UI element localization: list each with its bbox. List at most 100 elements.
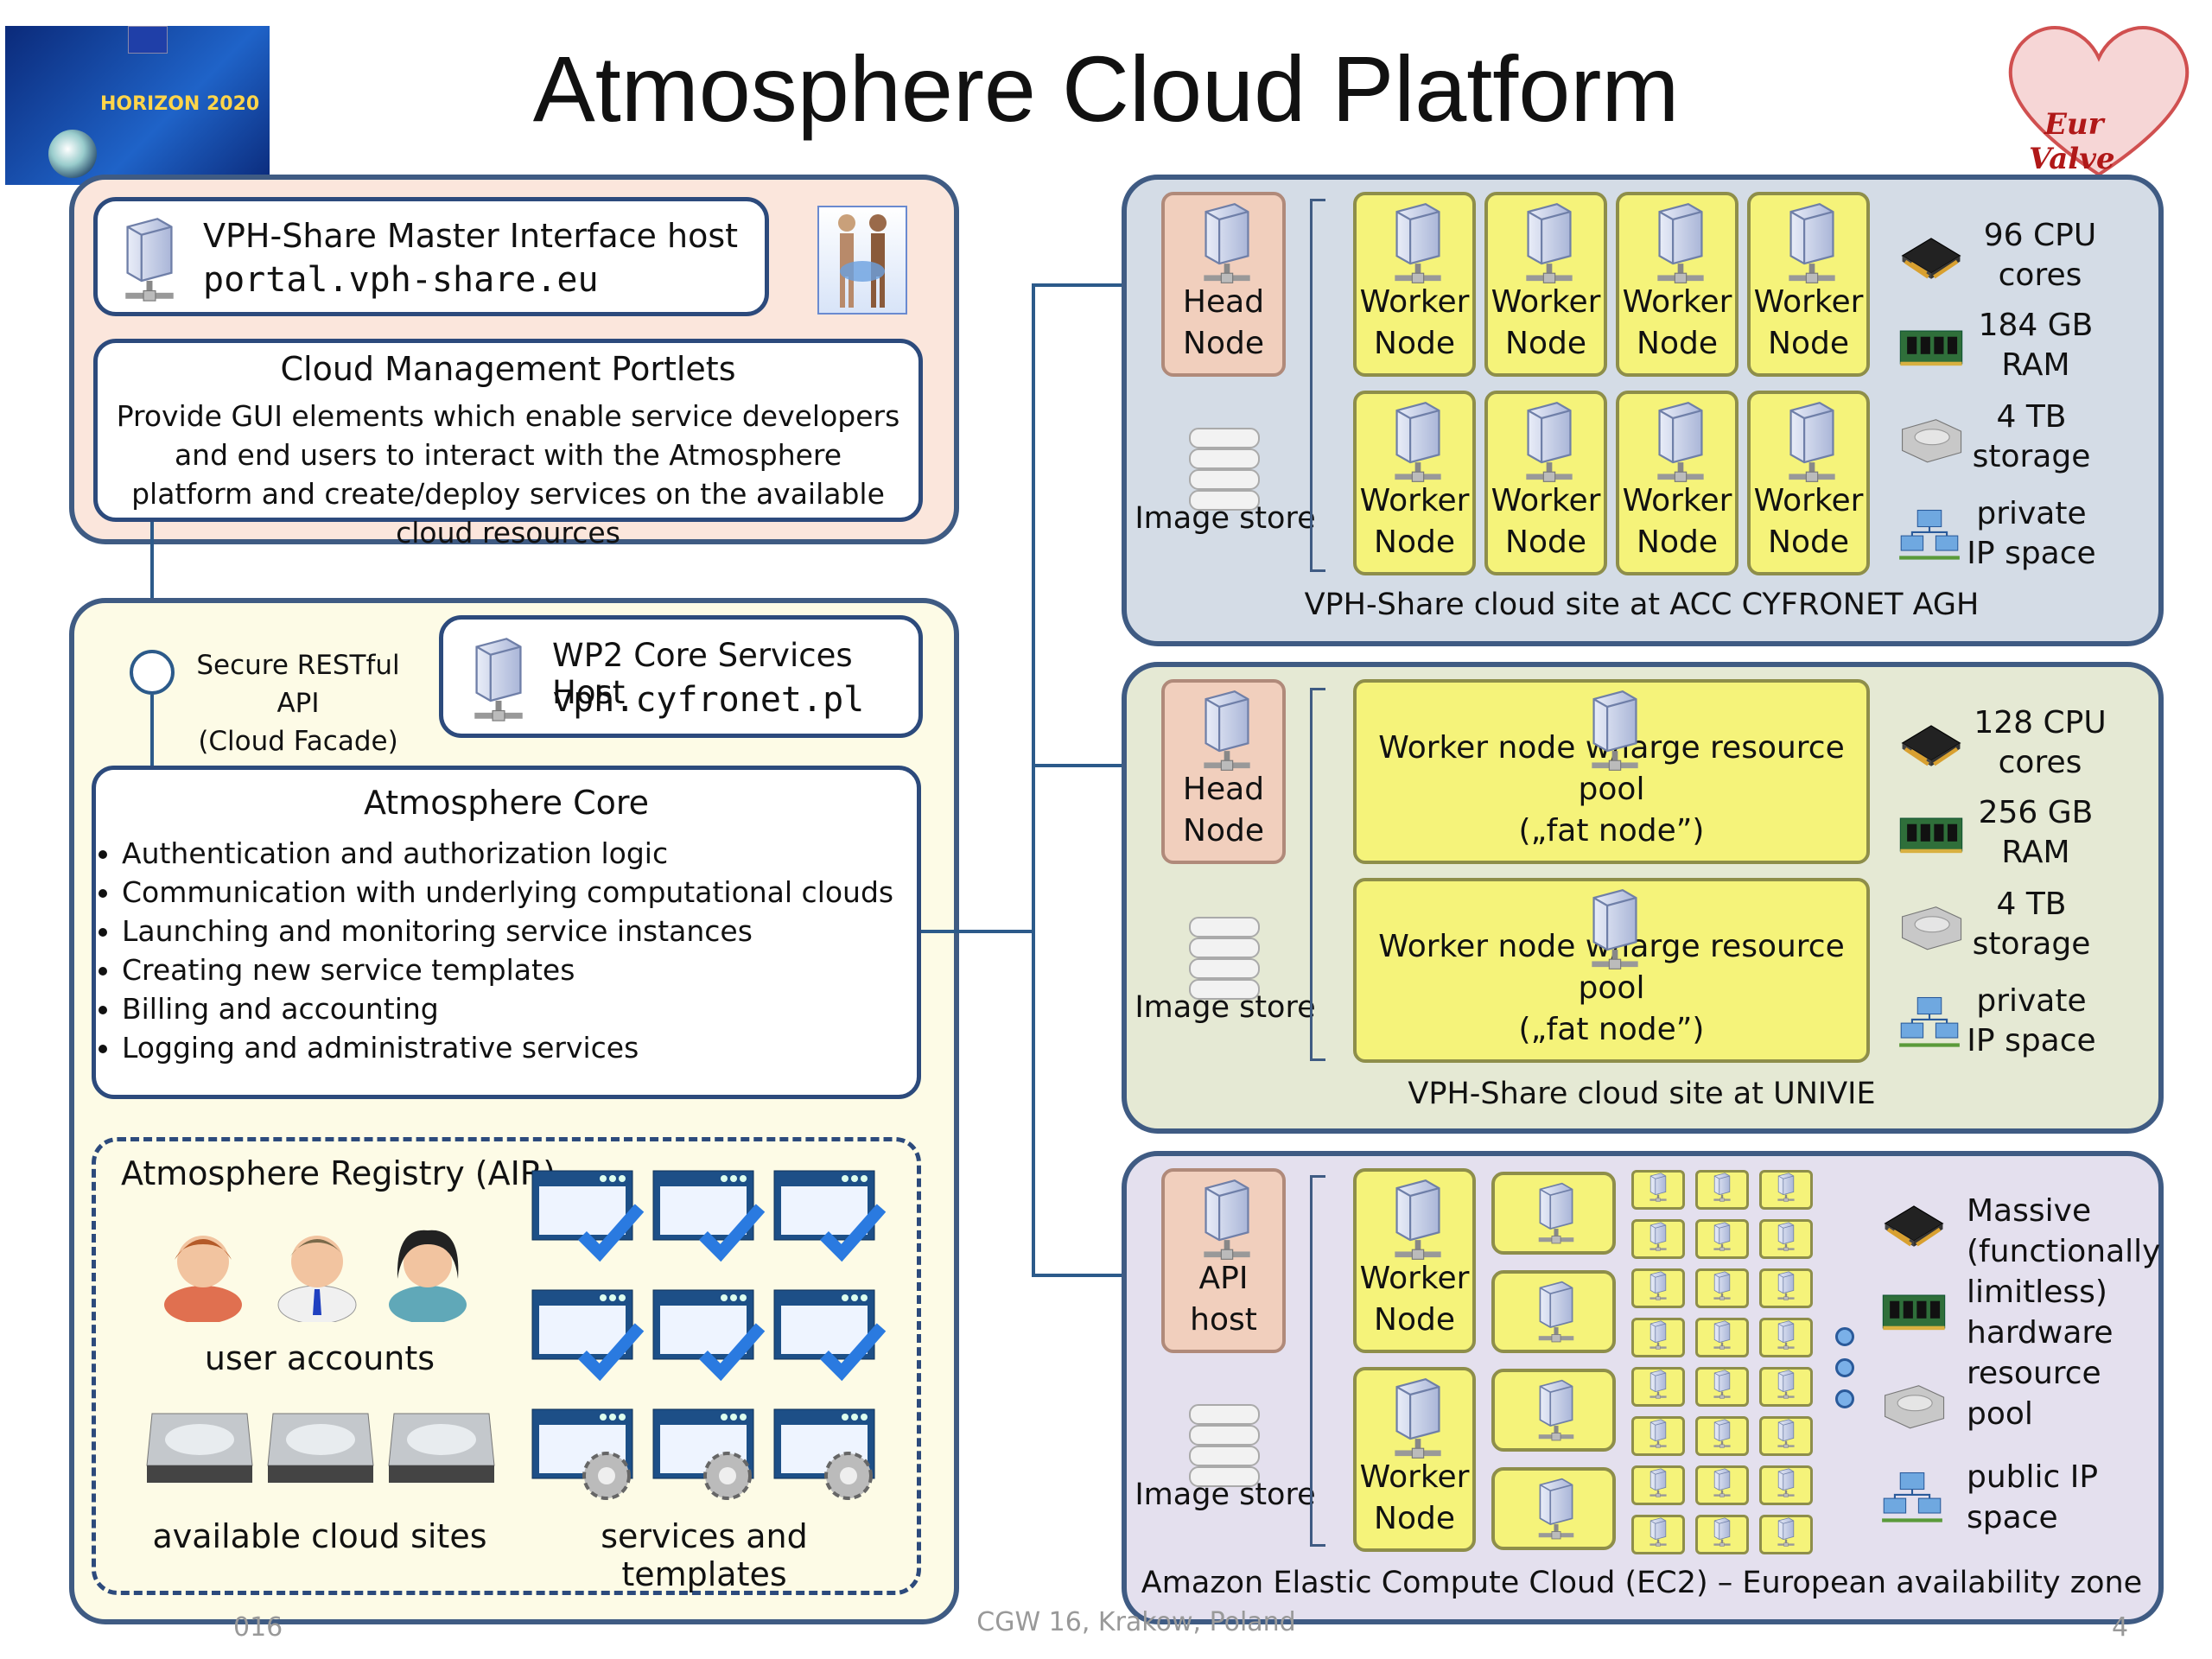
server-icon bbox=[1764, 1419, 1808, 1450]
services-templates-label: services and templates bbox=[601, 1517, 808, 1593]
head-node-label: Head bbox=[1182, 772, 1265, 807]
worker-label: Worker bbox=[1359, 1261, 1470, 1296]
storage-unit: storage bbox=[1972, 439, 2091, 474]
footer-page-number: 4 bbox=[2112, 1612, 2129, 1643]
server-icon bbox=[1637, 1468, 1680, 1499]
master-interface-box: VPH-Share Master Interface host portal.v… bbox=[93, 197, 769, 316]
server-icon bbox=[1533, 1379, 1580, 1445]
service-icons-grid bbox=[529, 1163, 900, 1509]
server-icon bbox=[1700, 1173, 1744, 1204]
server-icon bbox=[1196, 690, 1258, 776]
worker-label: Worker bbox=[1622, 483, 1732, 518]
horizon-2020-logo: HORIZON 2020 bbox=[5, 26, 270, 185]
core-item: Logging and administrative services bbox=[122, 1028, 917, 1067]
bracket bbox=[1310, 1175, 1325, 1547]
ec2-instance bbox=[1491, 1369, 1616, 1452]
image-store-icon bbox=[1185, 418, 1263, 513]
worker-label: Node bbox=[1374, 524, 1455, 560]
core-item: Creating new service templates bbox=[122, 950, 917, 989]
user-avatar-icon bbox=[164, 1236, 242, 1322]
small-ec2-instance bbox=[1631, 1465, 1685, 1505]
service-check-icon bbox=[771, 1163, 887, 1262]
storage-disk-icon bbox=[1897, 897, 1965, 956]
server-icon bbox=[1637, 1419, 1680, 1450]
eurvalve-logo: Eur Valve bbox=[1986, 10, 2212, 187]
fat-node-label: („fat node”) bbox=[1518, 1012, 1705, 1047]
small-ec2-instance bbox=[1759, 1219, 1813, 1259]
registry-title: Atmosphere Registry (AIR) bbox=[121, 1154, 556, 1192]
ip-unit: IP space bbox=[1967, 536, 2096, 571]
bracket bbox=[1310, 688, 1325, 1061]
storage-value: 4 TB bbox=[1996, 887, 2067, 922]
footer-date: 016 bbox=[233, 1612, 283, 1643]
service-check-icon bbox=[771, 1282, 887, 1382]
api-host-ec2: API host bbox=[1161, 1168, 1286, 1353]
wp2-core-services-box: WP2 Core Services Host vph.cyfronet.pl bbox=[439, 615, 923, 738]
image-store-label: Image store bbox=[1135, 990, 1316, 1025]
small-ec2-instance bbox=[1631, 1318, 1685, 1357]
small-ec2-instance bbox=[1631, 1268, 1685, 1308]
small-ec2-instance bbox=[1631, 1515, 1685, 1554]
image-store-label: Image store bbox=[1135, 501, 1316, 536]
ip-unit: space bbox=[1967, 1500, 2058, 1535]
api-host-label: API bbox=[1198, 1261, 1249, 1296]
server-icon bbox=[1518, 202, 1580, 289]
server-icon bbox=[1637, 1517, 1680, 1548]
footer-venue: CGW 16, Krakow, Poland bbox=[976, 1607, 1296, 1637]
api-endpoint-circle bbox=[130, 650, 175, 695]
server-icon bbox=[1764, 1271, 1808, 1302]
resource-text-line: pool bbox=[1967, 1396, 2033, 1432]
worker-label: Node bbox=[1374, 326, 1455, 361]
server-icon bbox=[1637, 1320, 1680, 1351]
more-dots-icon bbox=[1835, 1327, 1854, 1408]
server-icon bbox=[1584, 888, 1646, 975]
core-item: Authentication and authorization logic bbox=[122, 834, 917, 873]
cpu-unit: cores bbox=[1998, 745, 2082, 780]
server-icon bbox=[1700, 1419, 1744, 1450]
core-item: Communication with underlying computatio… bbox=[122, 873, 917, 912]
server-icon bbox=[1781, 401, 1843, 487]
ram-module-icon bbox=[1897, 810, 1965, 859]
portal-api-connector bbox=[150, 522, 154, 638]
atmosphere-registry-box bbox=[92, 1137, 921, 1595]
eu-flag-icon bbox=[128, 26, 168, 54]
server-icon bbox=[1533, 1182, 1580, 1248]
master-interface-title: VPH-Share Master Interface host bbox=[203, 217, 739, 255]
hard-drive-icon bbox=[146, 1413, 253, 1483]
portlets-description: Provide GUI elements which enable servic… bbox=[116, 399, 900, 550]
fat-node-label: („fat node”) bbox=[1518, 813, 1705, 849]
server-icon bbox=[1584, 690, 1646, 776]
site-cyfronet-name: VPH-Share cloud site at ACC CYFRONET AGH bbox=[1304, 588, 1980, 622]
master-interface-host: portal.vph-share.eu bbox=[203, 260, 599, 300]
worker-label: Node bbox=[1768, 524, 1849, 560]
cloud-sites-label: available cloud sites bbox=[152, 1517, 487, 1555]
ip-unit: IP space bbox=[1967, 1023, 2096, 1058]
server-icon bbox=[1637, 1370, 1680, 1401]
user-avatar-icon bbox=[389, 1230, 467, 1322]
api-host-label: host bbox=[1190, 1302, 1257, 1338]
small-ec2-instance bbox=[1759, 1170, 1813, 1210]
core-item: Launching and monitoring service instanc… bbox=[122, 912, 917, 950]
cpu-chip-icon bbox=[1897, 226, 1965, 285]
server-icon bbox=[1700, 1370, 1744, 1401]
server-icon bbox=[1700, 1468, 1744, 1499]
server-icon bbox=[1764, 1320, 1808, 1351]
resource-text-line: Massive bbox=[1967, 1193, 2092, 1229]
server-icon bbox=[1700, 1222, 1744, 1253]
site-univie-name: VPH-Share cloud site at UNIVIE bbox=[1408, 1077, 1876, 1111]
server-icon bbox=[1533, 1281, 1580, 1346]
small-ec2-instance bbox=[1631, 1170, 1685, 1210]
worker-label: Worker bbox=[1753, 483, 1864, 518]
hard-drive-icon bbox=[267, 1413, 374, 1483]
public-ip-resource: public IP space bbox=[1967, 1457, 2139, 1538]
